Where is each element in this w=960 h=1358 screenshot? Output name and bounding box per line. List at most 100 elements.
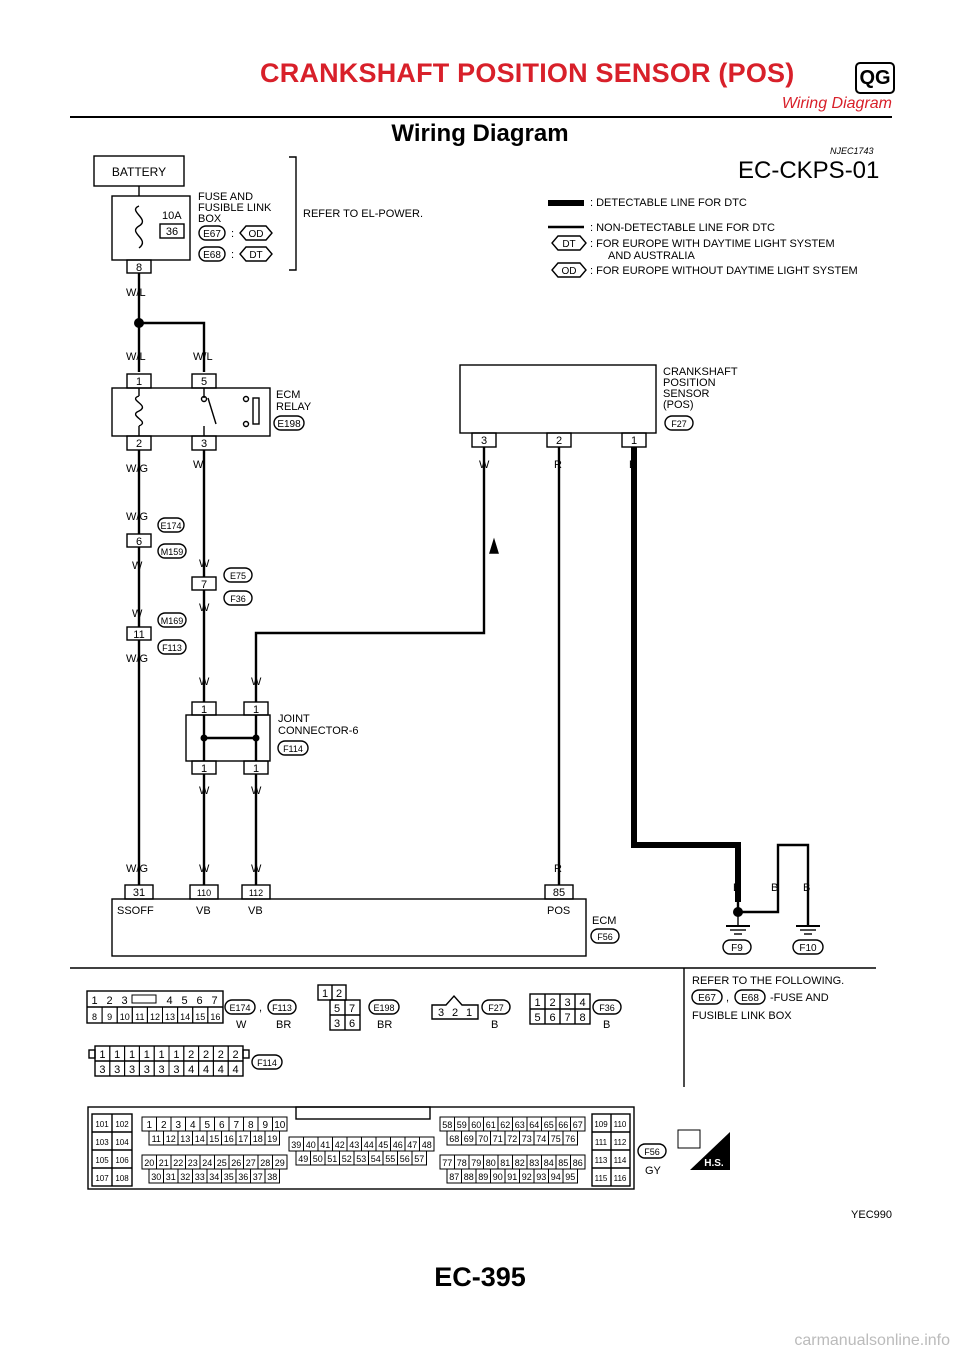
svg-text:W: W xyxy=(199,602,210,614)
e174-pin: 5 xyxy=(181,995,187,1007)
conn-f114-face-tag xyxy=(251,1054,283,1070)
svg-text:B: B xyxy=(771,882,778,894)
ecm-name: ECM xyxy=(592,915,616,927)
svg-text:B: B xyxy=(803,882,810,894)
conn-m159-tag xyxy=(157,543,187,559)
f56-pin-label: 35 xyxy=(224,1172,234,1182)
f114-pin-label: 1 xyxy=(173,1049,179,1061)
f56-pin-label: 38 xyxy=(267,1172,277,1182)
f56-pin-label: 15 xyxy=(209,1134,219,1144)
svg-text:W: W xyxy=(199,558,210,570)
f56-pin-label: 79 xyxy=(471,1158,481,1168)
conn-e75-tag xyxy=(223,567,253,583)
ecm-pin-85 xyxy=(544,884,574,900)
e174-pin-label: 16 xyxy=(210,1012,220,1022)
f56-pin-label: 57 xyxy=(414,1154,424,1164)
f56-pin-label: 45 xyxy=(378,1140,388,1150)
e174-pin-label: 9 xyxy=(107,1012,112,1022)
svg-text:7: 7 xyxy=(201,579,207,591)
tag-dt: DT xyxy=(249,250,262,261)
legend-dt-text-1: : FOR EUROPE WITH DAYTIME LIGHT SYSTEM xyxy=(590,238,835,250)
svg-text:W: W xyxy=(251,676,262,688)
f56-pin-label: 71 xyxy=(493,1134,503,1144)
svg-text:7: 7 xyxy=(349,1003,355,1015)
conn-e174-face-tag xyxy=(224,999,256,1015)
f56-pin-label: 46 xyxy=(393,1140,403,1150)
fuse-amp: 10A xyxy=(162,210,182,222)
svg-text::: : xyxy=(231,249,234,261)
f56-pin-label: 75 xyxy=(551,1134,561,1144)
f56-pin-label: 18 xyxy=(253,1134,263,1144)
f114-pin-cell xyxy=(227,1060,244,1077)
f56-pin-label: 62 xyxy=(500,1120,510,1130)
svg-text:1: 1 xyxy=(201,763,207,775)
f56-pin-label: 14 xyxy=(195,1134,205,1144)
page-header-title: CRANKSHAFT POSITION SENSOR (POS) xyxy=(260,58,795,88)
f56-pin-label: 95 xyxy=(565,1172,575,1182)
e174-pin: 1 xyxy=(91,995,97,1007)
legend-od-tag-text: OD xyxy=(562,266,577,277)
f56-pin-label: 74 xyxy=(536,1134,546,1144)
f56-pin-label: 43 xyxy=(349,1140,359,1150)
ecm-pin-31 xyxy=(124,884,154,900)
f36-pin-label: 7 xyxy=(564,1012,570,1024)
conn-e198-face-tag xyxy=(368,999,400,1015)
f114-pin-label: 1 xyxy=(129,1049,135,1061)
f56-pin-label: 91 xyxy=(507,1172,517,1182)
svg-text:W: W xyxy=(199,863,210,875)
fuse-box-name-1: FUSE AND xyxy=(198,191,253,203)
f56-pin-label: 86 xyxy=(573,1158,583,1168)
f56-pin-label: 56 xyxy=(400,1154,410,1164)
svg-text:M159: M159 xyxy=(161,547,184,557)
ground-f10-tag xyxy=(792,939,824,955)
svg-text:85: 85 xyxy=(553,887,565,899)
legend-od-tag xyxy=(551,262,587,278)
svg-text:W: W xyxy=(132,608,143,620)
relay-conn-tag xyxy=(273,415,305,431)
f56-pin-label: 31 xyxy=(166,1172,176,1182)
f56-pin-label: 83 xyxy=(529,1158,539,1168)
f36-pin-label: 5 xyxy=(534,1012,540,1024)
f114-pin-label: 3 xyxy=(173,1064,179,1076)
svg-text:F113: F113 xyxy=(272,1003,292,1013)
svg-text:2: 2 xyxy=(556,435,562,447)
section-title: Wiring Diagram xyxy=(391,120,569,147)
f56-pin-label: 39 xyxy=(291,1140,301,1150)
svg-text:E174: E174 xyxy=(160,521,181,531)
svg-text:W/G: W/G xyxy=(126,653,148,665)
f56-pin-label: 80 xyxy=(486,1158,496,1168)
svg-text:6: 6 xyxy=(349,1018,355,1030)
f56-pin-label: 9 xyxy=(262,1120,268,1131)
f56-pin-cell xyxy=(411,1150,427,1166)
svg-text:W/L: W/L xyxy=(126,351,146,363)
svg-text:3: 3 xyxy=(201,438,207,450)
svg-text:W: W xyxy=(132,560,143,572)
connector-face-f27 xyxy=(431,994,479,1020)
f56-pin-label: 76 xyxy=(565,1134,575,1144)
e174-pin-label: 14 xyxy=(180,1012,190,1022)
e174-pin: 6 xyxy=(196,995,202,1007)
section-code: NJEC1743 xyxy=(830,146,874,156)
f56-pin-label: 93 xyxy=(536,1172,546,1182)
f114-pin-label: 1 xyxy=(114,1049,120,1061)
e174-pin-label: 15 xyxy=(195,1012,205,1022)
ecm-pin-110 xyxy=(189,884,219,900)
figure-code: YEC990 xyxy=(851,1209,892,1221)
fuse-box xyxy=(111,195,191,261)
f56-pin: 108 xyxy=(115,1174,129,1183)
legend-detectable-text: : DETECTABLE LINE FOR DTC xyxy=(590,197,747,209)
f56-pin-label: 1 xyxy=(146,1120,152,1131)
f56-pin-label: 51 xyxy=(327,1154,337,1164)
svg-text:F36: F36 xyxy=(230,594,246,604)
f56-pin-label: 63 xyxy=(515,1120,525,1130)
f56-pin-label: 28 xyxy=(260,1158,270,1168)
f56-pin-label: 32 xyxy=(180,1172,190,1182)
svg-text:2: 2 xyxy=(136,438,142,450)
svg-text::: : xyxy=(231,228,234,240)
sensor-name-3: SENSOR xyxy=(663,388,710,400)
section-badge: QG xyxy=(855,62,895,94)
svg-text:GY: GY xyxy=(645,1165,662,1177)
f56-pin-label: 20 xyxy=(144,1158,154,1168)
fuse-box-name-3: BOX xyxy=(198,213,222,225)
